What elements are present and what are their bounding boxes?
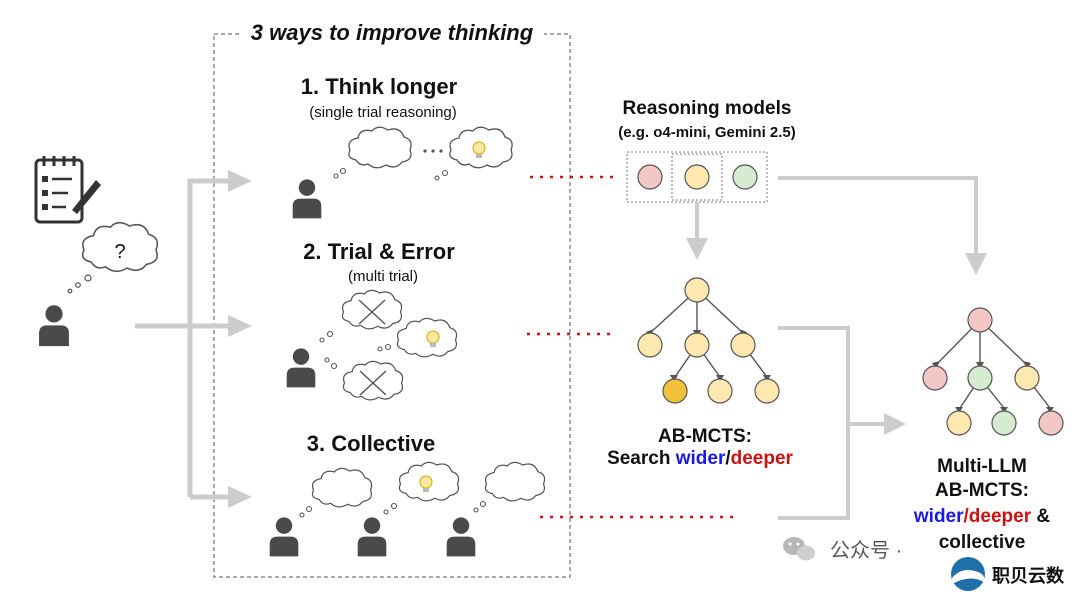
way-2-subtitle: (multi trial) (348, 268, 418, 285)
user-icon (39, 305, 69, 347)
reasoning-models-box (626, 151, 768, 203)
watermark-text: 公众号 · (830, 539, 902, 562)
way-2-title: 2. Trial & Error (303, 239, 455, 264)
wechat-watermark: 公众号 · (783, 537, 902, 562)
abmcts-label-1: AB-MCTS: (658, 426, 752, 447)
clipboard-icon (34, 156, 101, 224)
branch-arrows (135, 178, 228, 500)
multi-llm-tree (922, 307, 1064, 436)
question-mark: ? (114, 241, 125, 263)
ab-mcts-tree (637, 277, 780, 404)
logo-badge: 职贝云数 (951, 557, 1065, 591)
reasoning-title: Reasoning models (623, 98, 792, 119)
way-1-title: 1. Think longer (301, 74, 458, 99)
multi-label-2: AB-MCTS: (935, 480, 1029, 501)
way-1-subtitle: (single trial reasoning) (309, 104, 457, 121)
model-node-pink (637, 164, 663, 190)
way-3-title: 3. Collective (307, 431, 435, 456)
question-thought: ? (67, 221, 159, 294)
way-1-illustration (292, 126, 513, 219)
way-3-illustration (269, 461, 546, 557)
way-2-illustration (286, 289, 458, 401)
multi-label-1: Multi-LLM (937, 456, 1027, 477)
frame-title: 3 ways to improve thinking (251, 20, 534, 45)
multi-label-4: collective (939, 532, 1026, 553)
multi-label-3: wider/deeper & (913, 506, 1050, 527)
abmcts-label-2: Search wider/deeper (607, 448, 793, 469)
logo-text: 职贝云数 (992, 565, 1065, 586)
dotted-connectors (527, 175, 735, 519)
model-node-yellow (684, 164, 710, 190)
reasoning-subtitle: (e.g. o4-mini, Gemini 2.5) (618, 124, 796, 141)
model-node-green (732, 164, 758, 190)
